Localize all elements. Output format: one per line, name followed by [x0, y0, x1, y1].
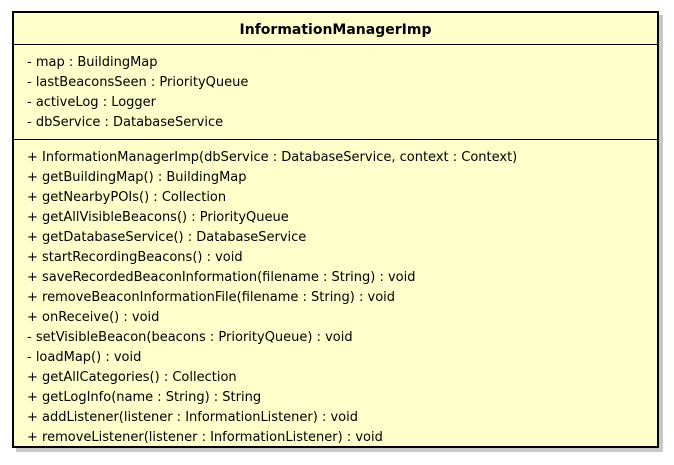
attribute-db-service: - dbService : DatabaseService [27, 115, 224, 130]
attributes-compartment: - map : BuildingMap - lastBeaconsSeen : … [14, 45, 657, 140]
operation-constructor: + InformationManagerImp(dbService : Data… [27, 150, 518, 165]
uml-class-box: InformationManagerImp - map : BuildingMa… [12, 11, 659, 448]
operation-remove-listener: + removeListener(listener : InformationL… [27, 430, 383, 445]
operation-on-receive: + onReceive() : void [27, 310, 160, 325]
operations-compartment: + InformationManagerImp(dbService : Data… [14, 140, 657, 448]
operation-get-log-info: + getLogInfo(name : String) : String [27, 390, 262, 405]
operation-load-map: - loadMap() : void [27, 350, 142, 365]
attribute-last-beacons-seen: - lastBeaconsSeen : PriorityQueue [27, 75, 249, 90]
operation-add-listener: + addListener(listener : InformationList… [27, 410, 358, 425]
operation-set-visible-beacon: - setVisibleBeacon(beacons : PriorityQue… [27, 330, 353, 345]
attribute-map: - map : BuildingMap [27, 55, 158, 70]
operation-get-building-map: + getBuildingMap() : BuildingMap [27, 170, 247, 185]
operation-get-database-service: + getDatabaseService() : DatabaseService [27, 230, 307, 245]
attribute-active-log: - activeLog : Logger [27, 95, 157, 110]
operation-save-recorded-beacon-information: + saveRecordedBeaconInformation(filename… [27, 270, 416, 285]
class-name: InformationManagerImp [14, 13, 657, 45]
operation-get-all-categories: + getAllCategories() : Collection [27, 370, 237, 385]
operation-get-all-visible-beacons: + getAllVisibleBeacons() : PriorityQueue [27, 210, 289, 225]
operation-remove-beacon-information-file: + removeBeaconInformationFile(filename :… [27, 290, 396, 305]
operation-start-recording-beacons: + startRecordingBeacons() : void [27, 250, 243, 265]
operation-get-nearby-pois: + getNearbyPOIs() : Collection [27, 190, 227, 205]
